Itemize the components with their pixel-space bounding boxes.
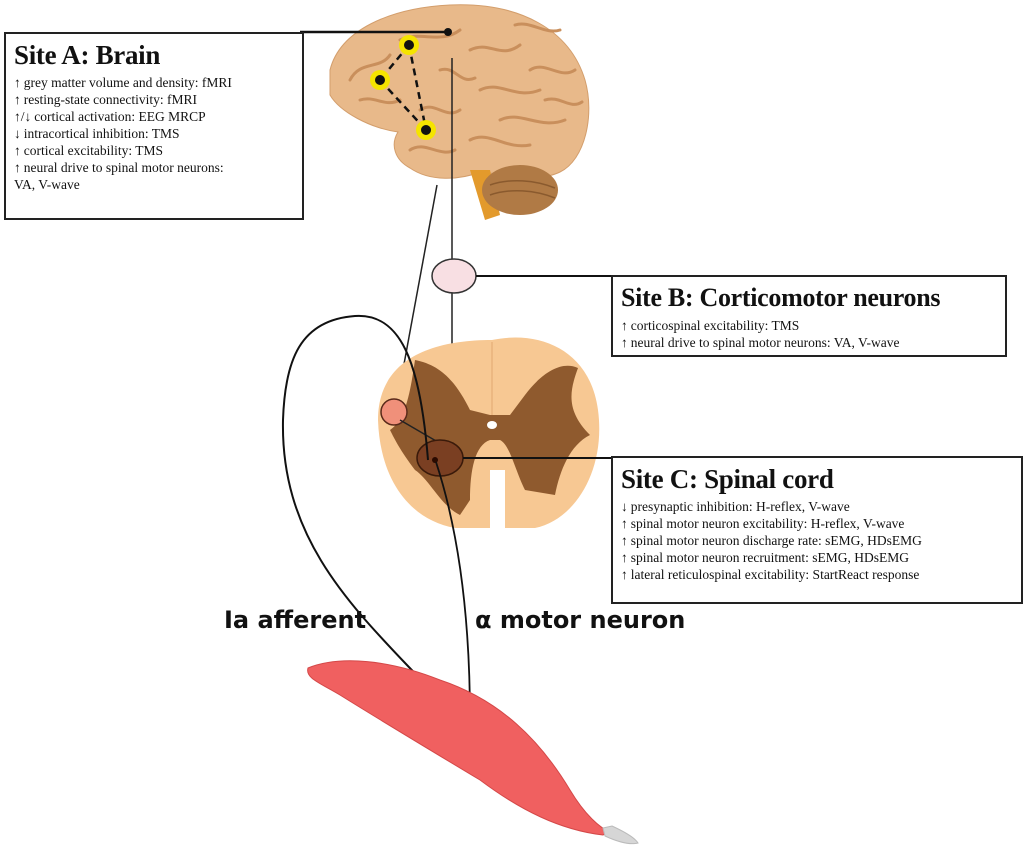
site-a-item-text: neural drive to spinal motor neurons: VA…	[14, 160, 224, 192]
site-b-item: ↑neural drive to spinal motor neurons: V…	[621, 334, 997, 351]
change-arrow-icon: ↑	[14, 92, 21, 107]
site-c-title: Site C: Spinal cord	[621, 464, 834, 494]
change-arrow-icon: ↑	[621, 550, 628, 565]
site-c-item-text: spinal motor neuron recruitment: sEMG, H…	[630, 550, 909, 565]
site-b-list: ↑corticospinal excitability: TMS ↑neural…	[621, 317, 997, 351]
network-nodes	[370, 35, 436, 140]
change-arrow-icon: ↑	[14, 160, 21, 175]
brain-illustration	[329, 4, 590, 220]
site-a-item-text: intracortical inhibition: TMS	[23, 126, 180, 141]
change-arrow-icon: ↑	[621, 533, 628, 548]
site-a-item-text: resting-state connectivity: fMRI	[23, 92, 197, 107]
change-arrow-icon: ↑	[621, 318, 628, 333]
site-c-item: ↑spinal motor neuron discharge rate: sEM…	[621, 532, 1013, 549]
site-c-item: ↑lateral reticulospinal excitability: St…	[621, 566, 1013, 583]
site-a-item-text: cortical activation: EEG MRCP	[34, 109, 206, 124]
site-c-item: ↑spinal motor neuron recruitment: sEMG, …	[621, 549, 1013, 566]
change-arrow-icon: ↑	[621, 335, 628, 350]
site-b-item-text: neural drive to spinal motor neurons: VA…	[630, 335, 900, 350]
change-arrow-icon: ↑	[621, 516, 628, 531]
site-a-title: Site A: Brain	[14, 40, 161, 70]
site-a-item: ↑grey matter volume and density: fMRI	[14, 74, 294, 91]
site-c-item: ↑spinal motor neuron excitability: H-ref…	[621, 515, 1013, 532]
site-c-list: ↓presynaptic inhibition: H-reflex, V-wav…	[621, 498, 1013, 583]
site-a-item: ↑cortical excitability: TMS	[14, 142, 294, 159]
site-b-info-box: Site B: Corticomotor neurons ↑corticospi…	[611, 275, 1007, 357]
brain-folds	[348, 22, 584, 154]
site-a-item-text: cortical excitability: TMS	[23, 143, 163, 158]
change-arrow-icon: ↑/↓	[14, 109, 32, 124]
site-b-item: ↑corticospinal excitability: TMS	[621, 317, 997, 334]
brain-cerebrum	[329, 4, 590, 179]
site-a-list: ↑grey matter volume and density: fMRI ↑r…	[14, 74, 294, 193]
site-a-item-text: grey matter volume and density: fMRI	[23, 75, 232, 90]
muscle	[307, 660, 612, 836]
site-c-info-box: Site C: Spinal cord ↓presynaptic inhibit…	[611, 456, 1023, 604]
interneuron	[380, 398, 408, 426]
site-a-item: ↑/↓cortical activation: EEG MRCP	[14, 108, 294, 125]
site-a-item: ↓intracortical inhibition: TMS	[14, 125, 294, 142]
site-b-title: Site B: Corticomotor neurons	[621, 283, 941, 312]
ia-afferent-fiber	[281, 314, 457, 719]
site-c-item-text: spinal motor neuron discharge rate: sEMG…	[630, 533, 922, 548]
site-c-item-text: spinal motor neuron excitability: H-refl…	[630, 516, 905, 531]
change-arrow-icon: ↑	[14, 75, 21, 90]
site-a-connector-dot	[444, 28, 452, 36]
site-a-info-box: Site A: Brain ↑grey matter volume and de…	[4, 32, 304, 220]
alpha-motor-axon	[435, 461, 471, 721]
site-a-item: ↑resting-state connectivity: fMRI	[14, 91, 294, 108]
ia-afferent-label: Ia afferent	[224, 606, 367, 634]
cerebellum	[482, 165, 558, 215]
site-b-item-text: corticospinal excitability: TMS	[630, 318, 800, 333]
alpha-motor-neuron-label: α motor neuron	[475, 606, 686, 634]
spinal-motor-neuron-site	[416, 439, 464, 477]
change-arrow-icon: ↓	[621, 499, 628, 514]
corticomotor-neuron-site	[431, 258, 477, 294]
tendon	[602, 825, 639, 845]
change-arrow-icon: ↓	[14, 126, 21, 141]
site-c-item-text: lateral reticulospinal excitability: Sta…	[630, 567, 920, 582]
site-c-item: ↓presynaptic inhibition: H-reflex, V-wav…	[621, 498, 1013, 515]
change-arrow-icon: ↑	[14, 143, 21, 158]
change-arrow-icon: ↑	[621, 567, 628, 582]
site-c-item-text: presynaptic inhibition: H-reflex, V-wave	[630, 499, 850, 514]
site-a-item: ↑neural drive to spinal motor neurons: V…	[14, 159, 294, 193]
